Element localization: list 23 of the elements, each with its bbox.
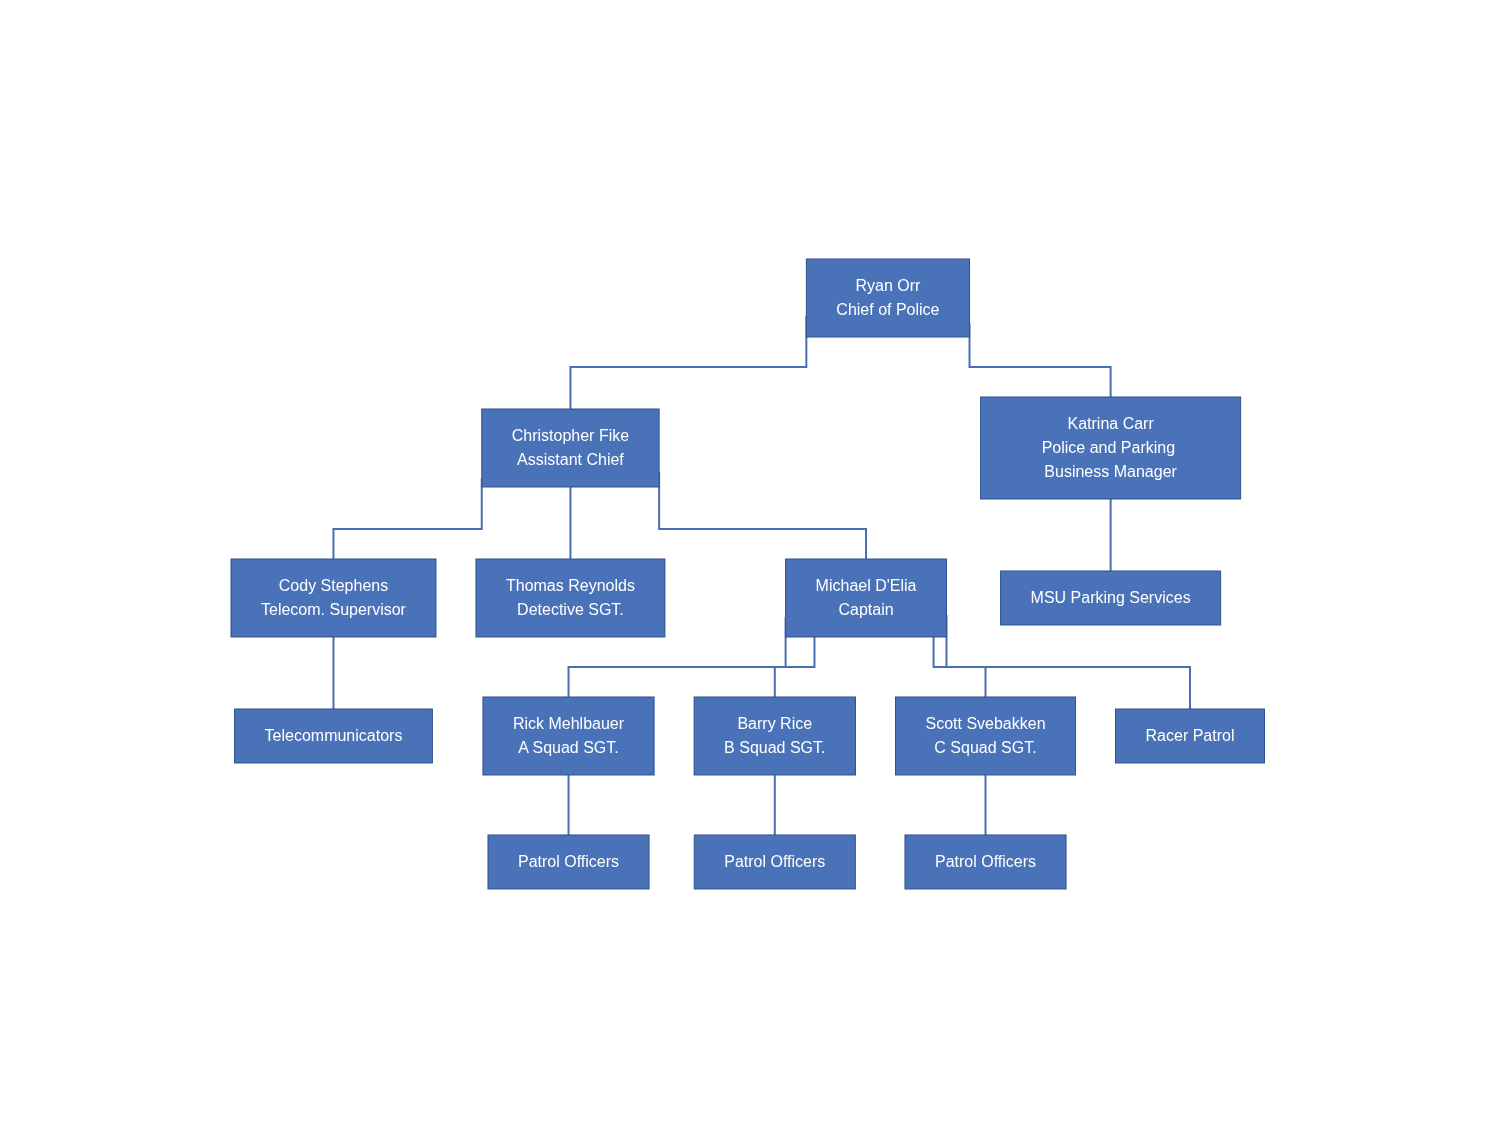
node-box: Telecommunicators xyxy=(234,708,434,764)
node-box: Michael D'Elia Captain xyxy=(785,558,948,638)
node-box: Patrol Officers xyxy=(487,834,650,890)
node-box: Katrina Carr Police and Parking Business Manager xyxy=(980,396,1242,500)
node-box: Rick Mehlbauer A Squad SGT. xyxy=(482,696,655,776)
node-box: Ryan Orr Chief of Police xyxy=(806,258,971,338)
connector xyxy=(932,636,987,698)
connector xyxy=(984,774,987,836)
node-box: MSU Parking Services xyxy=(1000,570,1222,626)
node-box: Racer Patrol xyxy=(1115,708,1266,764)
node-box: Patrol Officers xyxy=(694,834,857,890)
connector xyxy=(1109,498,1112,572)
node-box: Thomas Reynolds Detective SGT. xyxy=(475,558,666,638)
node-box: Cody Stephens Telecom. Supervisor xyxy=(230,558,437,638)
node-box: Patrol Officers xyxy=(904,834,1067,890)
connector xyxy=(567,774,570,836)
connector xyxy=(774,636,816,698)
connector xyxy=(774,774,777,836)
node-box: Barry Rice B Squad SGT. xyxy=(693,696,857,776)
node-box: Scott Svebakken C Squad SGT. xyxy=(895,696,1077,776)
connector xyxy=(569,486,572,560)
node-box: Christopher Fike Assistant Chief xyxy=(481,408,660,488)
connector xyxy=(332,636,335,710)
